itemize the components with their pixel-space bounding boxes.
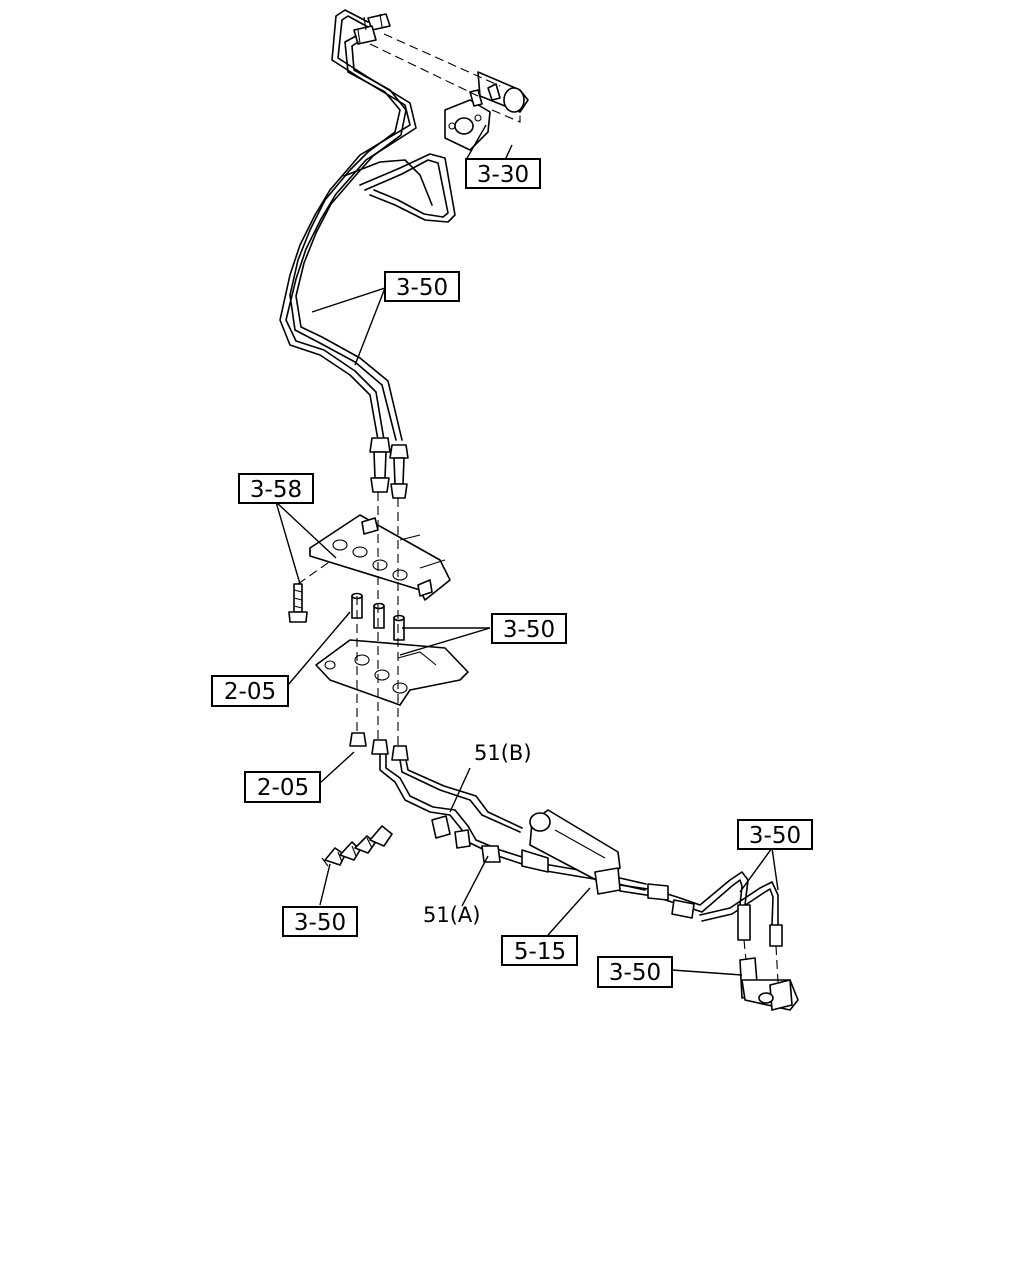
upper-bracket: [309, 514, 451, 601]
tee-union: [739, 939, 799, 1011]
right-brake-pipes: [619, 871, 783, 947]
callout-3-50-tee: 3-50: [597, 956, 673, 988]
callout-text: 3-58: [250, 477, 302, 503]
callout-text: 3-50: [609, 960, 661, 986]
callout-3-50-right: 3-50: [737, 819, 813, 850]
callout-text: 3-50: [396, 275, 448, 301]
label-51b: 51(B): [474, 741, 532, 765]
assembly-centerlines: [356, 492, 399, 748]
callout-text: 2-05: [257, 775, 309, 801]
callout-text: 3-50: [503, 617, 555, 643]
callout-text: 3-50: [294, 910, 346, 936]
callout-5-15: 5-15: [501, 935, 578, 966]
upper-pipe-fittings: [353, 13, 391, 45]
pipe-end-fittings: [369, 437, 409, 499]
callout-3-50-upper: 3-50: [384, 271, 460, 302]
leader-lines: [275, 124, 779, 976]
callout-text: 5-15: [514, 939, 566, 965]
callout-3-58: 3-58: [238, 473, 314, 504]
lower-bracket: [315, 639, 469, 706]
label-51a: 51(A): [423, 903, 480, 927]
callout-text: 3-30: [477, 162, 529, 188]
callout-text: 3-50: [749, 823, 801, 849]
callout-2-05-a: 2-05: [211, 675, 289, 707]
bracket-bolt: [288, 559, 333, 623]
upper-brake-pipes: [279, 9, 456, 441]
lower-pipe-fittings: [349, 732, 409, 761]
callout-3-50-mid: 3-50: [491, 613, 567, 644]
pipe-clips: [321, 825, 393, 867]
callout-text: 2-05: [224, 679, 276, 705]
callout-3-50-clips: 3-50: [282, 906, 358, 937]
valve-assembly: [521, 809, 621, 895]
callout-3-30: 3-30: [465, 158, 541, 189]
callout-2-05-b: 2-05: [244, 771, 321, 803]
spacer-sleeves: [351, 592, 405, 641]
